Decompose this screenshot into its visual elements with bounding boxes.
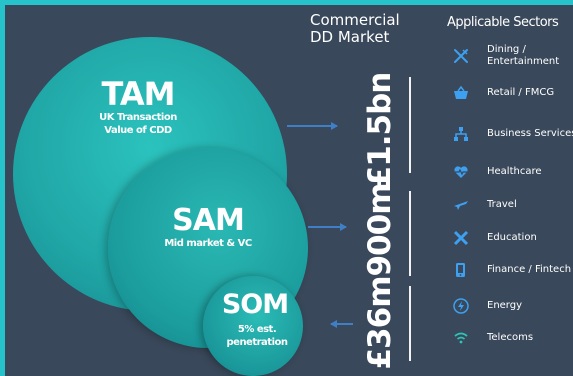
sector-education: Education: [451, 227, 537, 249]
sector-energy-label: Energy: [487, 300, 523, 311]
sector-healthcare-label: Healthcare: [487, 166, 542, 177]
market-heading-line-2: DD Market: [310, 28, 390, 46]
sector-dining-label: Dining / Entertainment: [487, 44, 567, 68]
sector-dining-label-line-2: Entertainment: [487, 56, 560, 67]
mobile-payment-icon: [451, 261, 471, 279]
sam-value: 900m: [362, 183, 398, 277]
som-value: £36m: [362, 276, 398, 370]
sector-finance-label: Finance / Fintech: [487, 264, 572, 275]
tam-arrow: [287, 122, 338, 129]
som-arrow: [330, 320, 353, 327]
utensils-icon: [451, 47, 471, 65]
sector-finance: Finance / Fintech: [451, 259, 571, 281]
tam-title: TAM: [101, 75, 176, 113]
sector-telecoms: Telecoms: [451, 327, 533, 349]
tam-subtitle-line-2: Value of CDD: [104, 125, 172, 136]
sectors-heading: Applicable Sectors: [447, 15, 559, 30]
slide-panel: TAM UK Transaction Value of CDD SAM Mid …: [5, 5, 573, 376]
shopping-basket-icon: [451, 84, 471, 102]
sector-dining-label-line-1: Dining /: [487, 44, 526, 55]
lightning-icon: [451, 297, 471, 315]
market-heading-line-1: Commercial: [310, 11, 400, 29]
divider-tam: [409, 77, 411, 173]
sector-business: Business Services: [451, 123, 573, 145]
sector-education-label: Education: [487, 232, 537, 243]
plane-icon: [451, 196, 471, 214]
som-subtitle: 5% est. penetration: [217, 323, 297, 349]
sector-business-label: Business Services: [487, 128, 573, 139]
heartbeat-icon: [451, 163, 471, 181]
divider-som: [409, 286, 411, 361]
sector-travel-label: Travel: [487, 199, 517, 210]
sam-title: SAM: [172, 203, 245, 238]
sector-telecoms-label: Telecoms: [487, 332, 534, 343]
som-subtitle-line-2: penetration: [226, 337, 289, 348]
org-chart-icon: [451, 125, 471, 143]
tam-subtitle-line-1: UK Transaction: [99, 112, 177, 123]
som-circle: [203, 276, 303, 376]
tam-value: £1.5bn: [362, 72, 398, 188]
pencil-ruler-icon: [451, 229, 471, 247]
som-title: SOM: [221, 289, 289, 320]
sector-retail: Retail / FMCG: [451, 82, 554, 104]
sector-energy: Energy: [451, 295, 522, 317]
sam-subtitle: Mid market & VC: [164, 238, 252, 249]
sam-arrow: [308, 223, 347, 230]
sector-healthcare: Healthcare: [451, 161, 542, 183]
som-subtitle-line-1: 5% est.: [237, 324, 277, 335]
sector-retail-label: Retail / FMCG: [487, 87, 555, 98]
market-heading: Commercial DD Market: [310, 12, 430, 46]
sector-travel: Travel: [451, 194, 517, 216]
tam-subtitle: UK Transaction Value of CDD: [83, 111, 193, 137]
wifi-icon: [451, 329, 471, 347]
divider-sam: [409, 191, 411, 276]
sector-dining: Dining / Entertainment: [451, 44, 567, 68]
